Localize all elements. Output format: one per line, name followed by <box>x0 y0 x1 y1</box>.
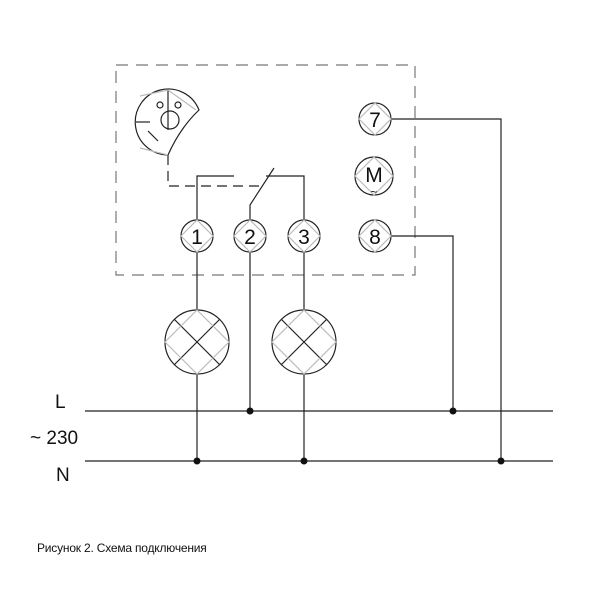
switch-link-dashed <box>167 155 262 187</box>
junction-dot <box>449 407 457 415</box>
terminal-8-label: 8 <box>369 226 381 249</box>
voltage-label: ~ 230 <box>30 428 79 449</box>
terminal-hatch <box>180 219 214 253</box>
terminal-hatch <box>358 102 392 136</box>
timer-dial-icon <box>134 88 200 156</box>
neutral-label: N <box>56 465 70 486</box>
terminal-hatch <box>233 219 267 253</box>
terminal-hatch <box>287 219 321 253</box>
lamp-2-icon <box>271 309 337 375</box>
terminal-hatch <box>358 219 392 253</box>
junction-dot <box>497 457 505 465</box>
motor-ac-symbol: ~ <box>370 185 377 199</box>
terminal-1-label: 1 <box>191 226 203 249</box>
lamp-1-icon <box>164 309 230 375</box>
terminal-2-label: 2 <box>244 226 256 249</box>
wire-7-N <box>391 118 502 461</box>
device-housing <box>115 64 416 276</box>
motor-label: M <box>365 164 383 187</box>
junction-dot <box>246 407 254 415</box>
junction-dot <box>300 457 308 465</box>
figure-caption: Рисунок 2. Схема подключения <box>37 541 207 555</box>
wire-3-switch <box>266 175 305 220</box>
terminal-7-label: 7 <box>369 109 381 132</box>
junction-dot <box>193 457 201 465</box>
terminal-3-label: 3 <box>298 226 310 249</box>
motor-icon <box>354 156 394 196</box>
line-label: L <box>55 392 66 413</box>
wire-1-switch <box>196 175 234 220</box>
switch-blade <box>249 167 275 220</box>
wire-8-L <box>391 235 454 411</box>
